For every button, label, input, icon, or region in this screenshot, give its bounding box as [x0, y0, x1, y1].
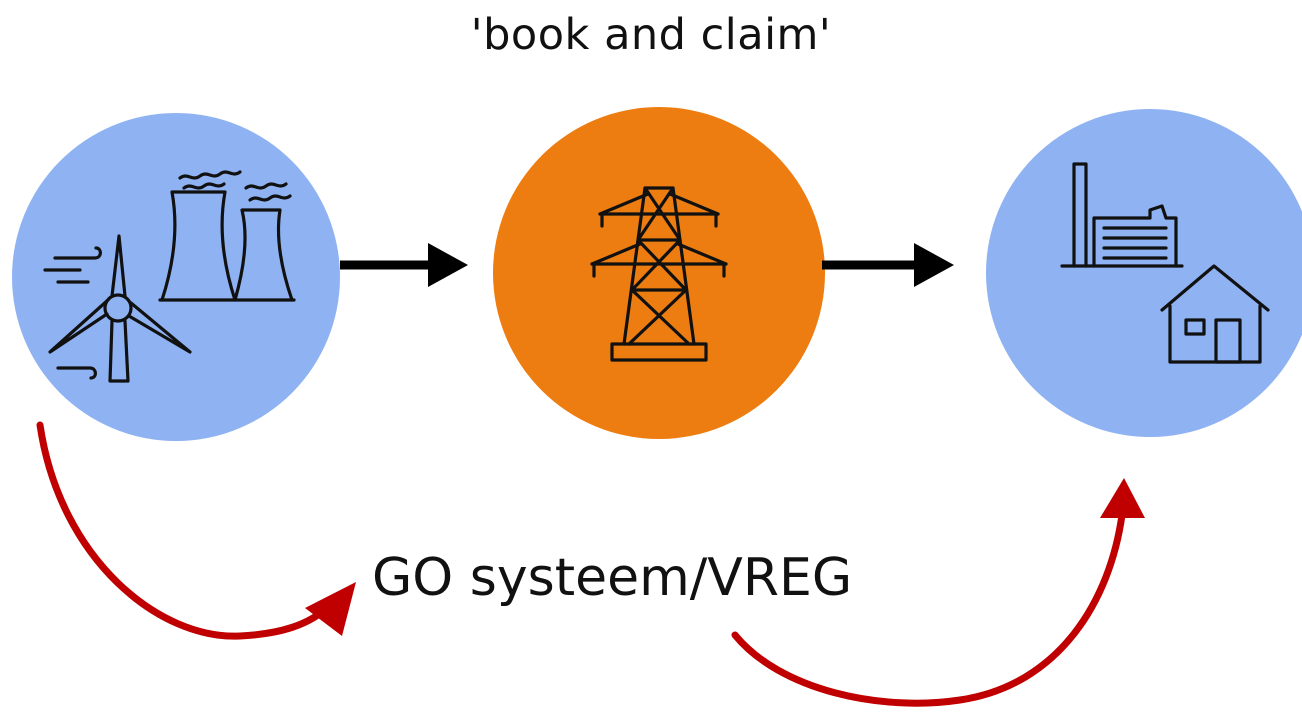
registry-label: GO systeem/VREG [372, 548, 853, 608]
house-icon [1160, 264, 1270, 364]
flow-arrow-producer-to-grid [340, 243, 468, 287]
flow-arrow-grid-to-consumer [822, 243, 954, 287]
power-plant-icon [158, 170, 296, 302]
certificate-arrow-registry-to-consumer [731, 478, 1145, 707]
diagram-title: 'book and claim' [470, 10, 832, 60]
consumer-node [986, 109, 1302, 437]
power-pylon-icon [590, 186, 728, 362]
grid-node [493, 107, 825, 439]
factory-icon [1060, 162, 1184, 268]
producer-node [12, 113, 340, 441]
certificate-arrow-producer-to-registry [36, 421, 356, 640]
wind-turbine-icon [43, 234, 192, 383]
